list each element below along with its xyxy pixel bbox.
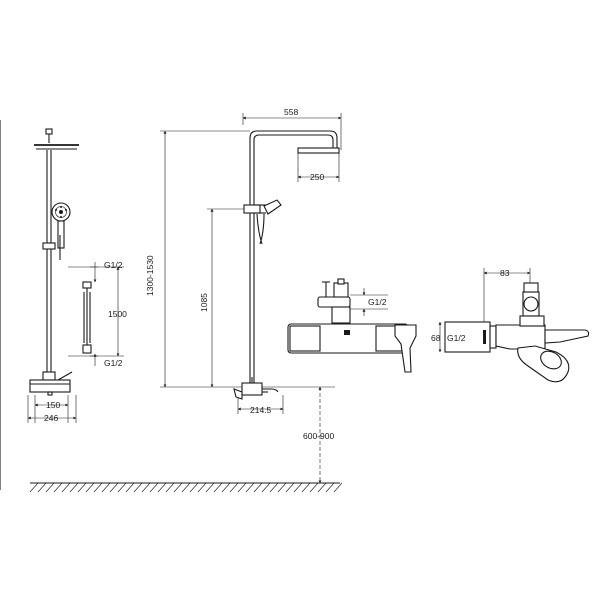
mixer-inner-width-label: 150 bbox=[46, 400, 60, 410]
front-view-shower-column: G1/2 1500 G1/2 150 246 bbox=[0, 120, 127, 490]
mixer-side-view: 83 68 G1/2 bbox=[431, 268, 590, 383]
arm-width-label: 558 bbox=[284, 107, 298, 117]
bar-offset-label: 214.5 bbox=[250, 405, 272, 415]
thread-bottom-label: G1/2 bbox=[104, 358, 123, 368]
floor-line bbox=[29, 482, 343, 493]
head-diameter-label: 250 bbox=[310, 172, 324, 182]
hose-length-label: 1500 bbox=[108, 309, 127, 319]
total-height-label: 1300-1530 bbox=[145, 255, 155, 296]
mixer-outer-width-label: 246 bbox=[44, 413, 58, 423]
side-thread-label: G1/2 bbox=[447, 333, 466, 343]
bar-height-label: 1085 bbox=[199, 293, 209, 312]
side-offset-label: 83 bbox=[500, 268, 510, 278]
mixer-front-view: G1/2 bbox=[287, 278, 417, 373]
side-view-shower-column: 558 250 1300-1530 1085 214.5 600-900 bbox=[145, 107, 342, 484]
install-height-label: 600-900 bbox=[303, 431, 334, 441]
thread-top-label: G1/2 bbox=[104, 260, 123, 270]
side-height-label: 68 bbox=[431, 333, 441, 343]
mixer-thread-label: G1/2 bbox=[368, 297, 387, 307]
